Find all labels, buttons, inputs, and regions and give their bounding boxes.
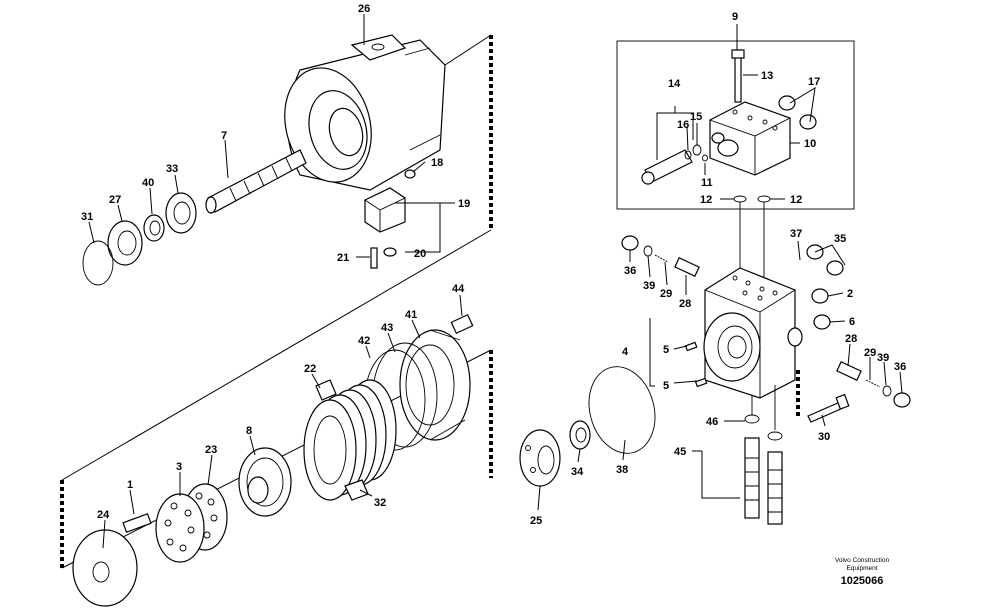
callout-28-right: 28 [845,333,857,345]
callout-19: 19 [458,198,470,210]
callout-36-right: 36 [894,361,906,373]
seal-and-plate [519,366,656,487]
callout-41: 41 [405,309,417,321]
callout-37: 37 [790,228,802,240]
callout-18: 18 [431,157,443,169]
callout-39-right: 39 [877,352,889,364]
callout-14: 14 [668,78,681,90]
callout-20: 20 [414,248,426,260]
callout-21: 21 [337,252,349,264]
callout-40: 40 [142,177,154,189]
callout-45: 45 [674,446,686,458]
callout-1: 1 [127,479,133,491]
control-valve-inset [616,40,855,210]
callout-7: 7 [221,130,227,142]
callout-16: 16 [677,119,689,131]
callout-32: 32 [374,497,386,509]
callout-34: 34 [571,466,584,478]
callout-15: 15 [690,111,702,123]
callout-25: 25 [530,515,542,527]
drive-shaft [205,149,307,214]
callout-3: 3 [176,461,182,473]
callout-44: 44 [452,283,465,295]
callout-28-left: 28 [679,298,691,310]
callout-29-left: 29 [660,288,672,300]
valve-housing [621,202,911,423]
manufacturer-line-2: Equipment [846,565,877,572]
drawing-number: 1025066 [841,575,884,587]
callout-2: 2 [847,288,853,300]
brake-gear-group [72,313,474,607]
callout-23: 23 [205,444,217,456]
manufacturer-line-1: Volvo Construction [835,557,890,564]
leader-lines [88,14,903,549]
callout-11: 11 [701,177,713,189]
callout-46: 46 [706,416,718,428]
callout-10: 10 [804,138,816,150]
callout-35: 35 [834,233,846,245]
callout-43: 43 [381,322,393,334]
callout-8: 8 [246,425,252,437]
bearings-and-ring [82,192,197,286]
callout-9: 9 [732,11,738,23]
callout-42: 42 [358,335,370,347]
motor-housing [284,34,446,191]
callout-6: 6 [849,316,855,328]
callout-33: 33 [166,163,178,175]
callout-31: 31 [81,211,93,223]
callout-36-left: 36 [624,265,636,277]
callout-13: 13 [761,70,773,82]
cartridges [744,385,783,525]
callout-17: 17 [808,76,820,88]
callout-27: 27 [109,194,121,206]
callout-5-lower: 5 [663,380,669,392]
callout-labels: 26 7 18 19 20 21 33 40 27 31 44 41 43 42… [81,3,906,527]
callout-29-right: 29 [864,347,876,359]
callout-5-upper: 5 [663,344,669,356]
callout-30: 30 [818,431,830,443]
drawing-footer: Volvo Construction Equipment 1025066 [835,557,890,587]
callout-24: 24 [97,509,110,521]
callout-12-left: 12 [700,194,712,206]
callout-4: 4 [622,346,629,358]
valve-block-19 [364,169,416,269]
callout-39-left: 39 [643,280,655,292]
callout-12-right: 12 [790,194,802,206]
callout-22: 22 [304,363,316,375]
callout-26: 26 [358,3,370,15]
callout-38: 38 [616,464,628,476]
